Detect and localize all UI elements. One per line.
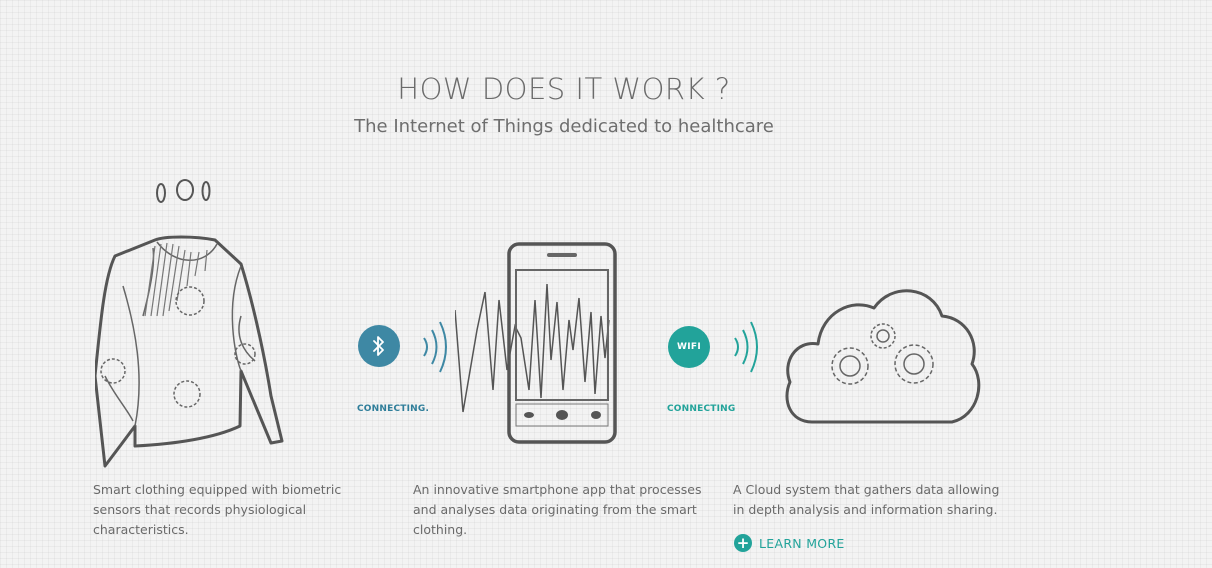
wifi-status: CONNECTING	[667, 404, 736, 414]
learn-more-link[interactable]: + LEARN MORE	[734, 534, 845, 552]
cloud-gears-icon	[785, 289, 981, 424]
wifi-badge: WIFI	[668, 326, 710, 368]
step-description-clothing: Smart clothing equipped with biometric s…	[93, 482, 342, 537]
learn-more-label: LEARN MORE	[759, 535, 845, 551]
step-description-app: An innovative smartphone app that proces…	[413, 482, 702, 537]
step-description-cloud: A Cloud system that gathers data allowin…	[733, 482, 1000, 517]
bluetooth-badge	[358, 325, 400, 367]
plus-circle-icon: +	[734, 534, 752, 552]
page-subtitle: The Internet of Things dedicated to heal…	[354, 116, 774, 137]
page-title: HOW DOES IT WORK ?	[397, 72, 731, 106]
smartphone-icon	[455, 242, 617, 444]
smart-shirt-icon	[95, 179, 284, 468]
signal-waves-icon	[423, 321, 447, 373]
bluetooth-status: CONNECTING.	[357, 404, 430, 414]
wifi-icon: WIFI	[677, 342, 701, 352]
bluetooth-icon	[373, 336, 384, 356]
signal-waves-icon	[734, 321, 758, 373]
